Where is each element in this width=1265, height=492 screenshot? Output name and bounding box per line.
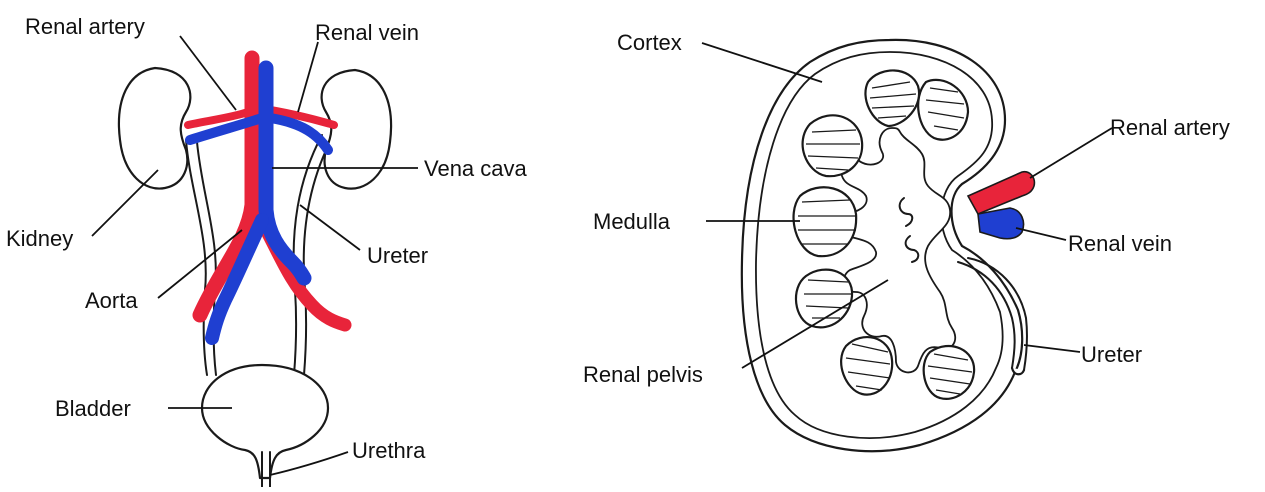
renal-vein-leader-right — [1016, 228, 1066, 240]
kidney-cross-section-diagram: Cortex Renal artery Medulla Renal vein R… — [583, 30, 1230, 451]
renal-vein-label-left: Renal vein — [315, 20, 419, 45]
urethra-label: Urethra — [352, 438, 426, 463]
pyramid-7 — [924, 346, 974, 399]
left-kidney — [119, 68, 190, 189]
pyramid-4 — [794, 187, 857, 256]
renal-artery-stub — [968, 172, 1034, 214]
medulla-label: Medulla — [593, 209, 671, 234]
pyramid-6 — [841, 337, 892, 395]
bladder-label: Bladder — [55, 396, 131, 421]
urethra-leader — [270, 452, 348, 475]
urinary-system-diagram: Renal artery Renal vein Vena cava Kidney… — [6, 14, 528, 487]
cortex-label: Cortex — [617, 30, 682, 55]
renal-vein-stub — [978, 208, 1024, 239]
vena-cava-label: Vena cava — [424, 156, 528, 181]
ureter-leader — [300, 205, 360, 250]
right-kidney — [322, 70, 391, 189]
ureter-leader-right — [1024, 345, 1080, 352]
ureter-label-left: Ureter — [367, 243, 428, 268]
renal-pelvis-label: Renal pelvis — [583, 362, 703, 387]
renal-vein-label-right: Renal vein — [1068, 231, 1172, 256]
kidney-label: Kidney — [6, 226, 73, 251]
renal-vein-leader — [298, 42, 318, 112]
ureter-end — [1012, 368, 1024, 374]
cortex-leader — [702, 43, 822, 82]
ureter-label-right: Ureter — [1081, 342, 1142, 367]
aorta-label: Aorta — [85, 288, 138, 313]
renal-artery-leader-right — [1030, 128, 1112, 178]
vena-cava-vessel — [266, 68, 304, 278]
renal-artery-label-left: Renal artery — [25, 14, 145, 39]
pyramid-3 — [803, 115, 863, 176]
bladder — [202, 365, 328, 478]
kidney-leader — [92, 170, 158, 236]
renal-artery-label-right: Renal artery — [1110, 115, 1230, 140]
